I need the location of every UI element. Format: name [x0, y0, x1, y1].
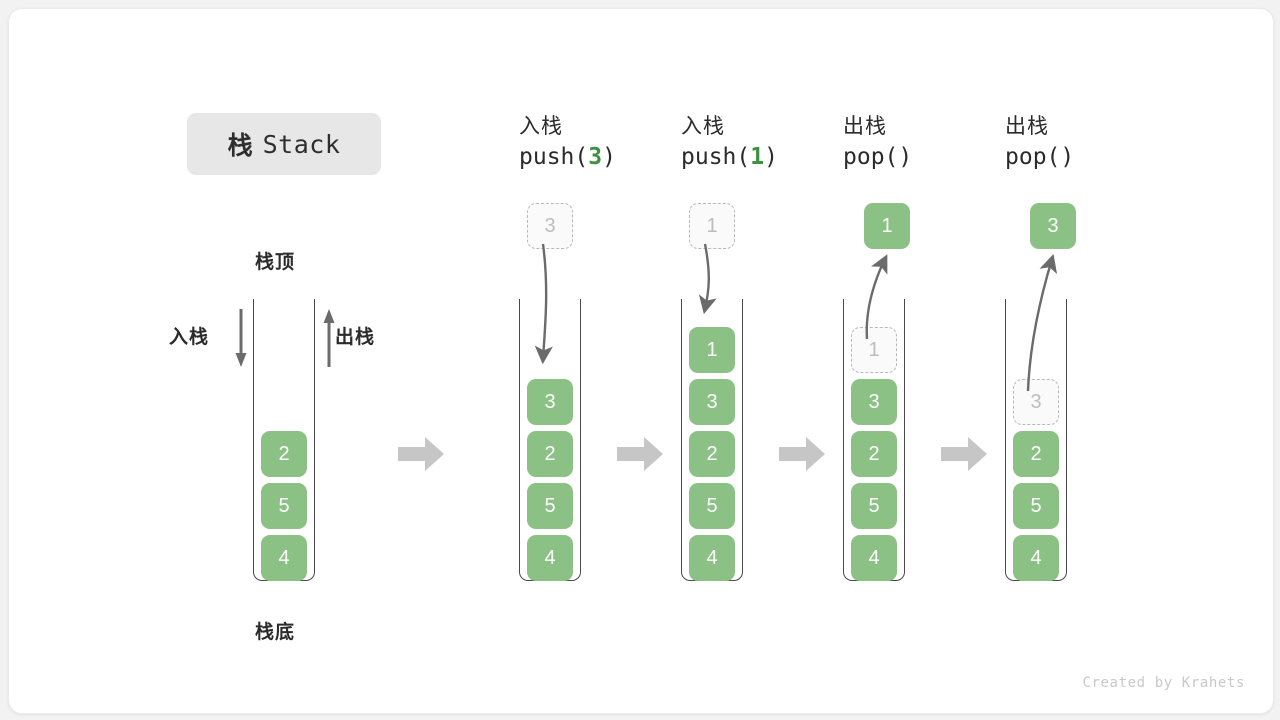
operation-caption-2: 入栈 push(1)	[681, 113, 861, 174]
incoming-ghost-cell-1: 1	[689, 203, 735, 249]
stack-cell: 3	[527, 379, 573, 425]
operation-fn-suffix-3: )	[898, 144, 913, 171]
operation-fn-suffix-4: )	[1060, 144, 1075, 171]
operation-caption-4: 出栈 pop()	[1005, 113, 1185, 174]
stack-cell: 3	[689, 379, 735, 425]
stack-top-label: 栈顶	[255, 252, 296, 273]
popped-element-1: 1	[864, 203, 910, 249]
outgoing-ghost-cell: 1	[851, 327, 897, 373]
stack-cell: 1	[689, 327, 735, 373]
stack-cell: 5	[261, 483, 307, 529]
push-side-label: 入栈	[169, 327, 210, 348]
diagram-card: 栈 Stack 栈顶 栈底 入栈 出栈 入栈 push(3) 入栈 push(1…	[8, 8, 1274, 714]
incoming-ghost-cell-3: 3	[527, 203, 573, 249]
operation-cn-2: 入栈	[681, 115, 725, 138]
operation-fn-1: push(3)	[519, 141, 699, 173]
operation-arg-2: 1	[750, 144, 765, 171]
stack-bottom-label: 栈底	[255, 622, 296, 643]
stack-cell: 4	[1013, 535, 1059, 581]
stack-cell: 5	[689, 483, 735, 529]
stack-cell: 4	[527, 535, 573, 581]
title-en: Stack	[262, 129, 341, 159]
stack-cell: 4	[689, 535, 735, 581]
credit-text: Created by Krahets	[1082, 675, 1245, 691]
operation-arg-1: 3	[588, 144, 603, 171]
diagram-stage: 栈 Stack 栈顶 栈底 入栈 出栈 入栈 push(3) 入栈 push(1…	[9, 9, 1273, 713]
operation-fn-3: pop()	[843, 141, 1023, 173]
title-cn: 栈	[227, 132, 254, 160]
push-down-arrow-icon	[234, 309, 248, 369]
operation-caption-3: 出栈 pop()	[843, 113, 1023, 174]
pop-up-arrow-icon	[322, 309, 336, 369]
operation-fn-prefix-2: push(	[681, 144, 751, 171]
operation-cn-3: 出栈	[843, 115, 887, 138]
stack-cell: 2	[689, 431, 735, 477]
operation-fn-2: push(1)	[681, 141, 861, 173]
operation-fn-prefix-1: push(	[519, 144, 589, 171]
operation-fn-4: pop()	[1005, 141, 1185, 173]
stack-cell: 5	[1013, 483, 1059, 529]
stack-cell: 3	[851, 379, 897, 425]
operation-fn-suffix-2: )	[764, 144, 778, 171]
operation-cn-1: 入栈	[519, 115, 563, 138]
popped-element-3: 3	[1030, 203, 1076, 249]
operation-caption-1: 入栈 push(3)	[519, 113, 699, 174]
stack-cell: 2	[851, 431, 897, 477]
operation-fn-prefix-3: pop(	[843, 144, 899, 171]
operation-fn-suffix-1: )	[602, 144, 616, 171]
transition-arrow-icon-4	[941, 434, 989, 474]
stack-cell: 2	[527, 431, 573, 477]
pop-side-label: 出栈	[335, 327, 376, 348]
operation-fn-prefix-4: pop(	[1005, 144, 1061, 171]
transition-arrow-icon-1	[398, 434, 446, 474]
stack-cell: 4	[851, 535, 897, 581]
outgoing-ghost-cell: 3	[1013, 379, 1059, 425]
stack-cell: 2	[261, 431, 307, 477]
stack-cell: 2	[1013, 431, 1059, 477]
title-badge: 栈 Stack	[187, 113, 381, 175]
stack-cell: 5	[851, 483, 897, 529]
stack-cell: 4	[261, 535, 307, 581]
operation-cn-4: 出栈	[1005, 115, 1049, 138]
transition-arrow-icon-2	[617, 434, 665, 474]
transition-arrow-icon-3	[779, 434, 827, 474]
stack-cell: 5	[527, 483, 573, 529]
